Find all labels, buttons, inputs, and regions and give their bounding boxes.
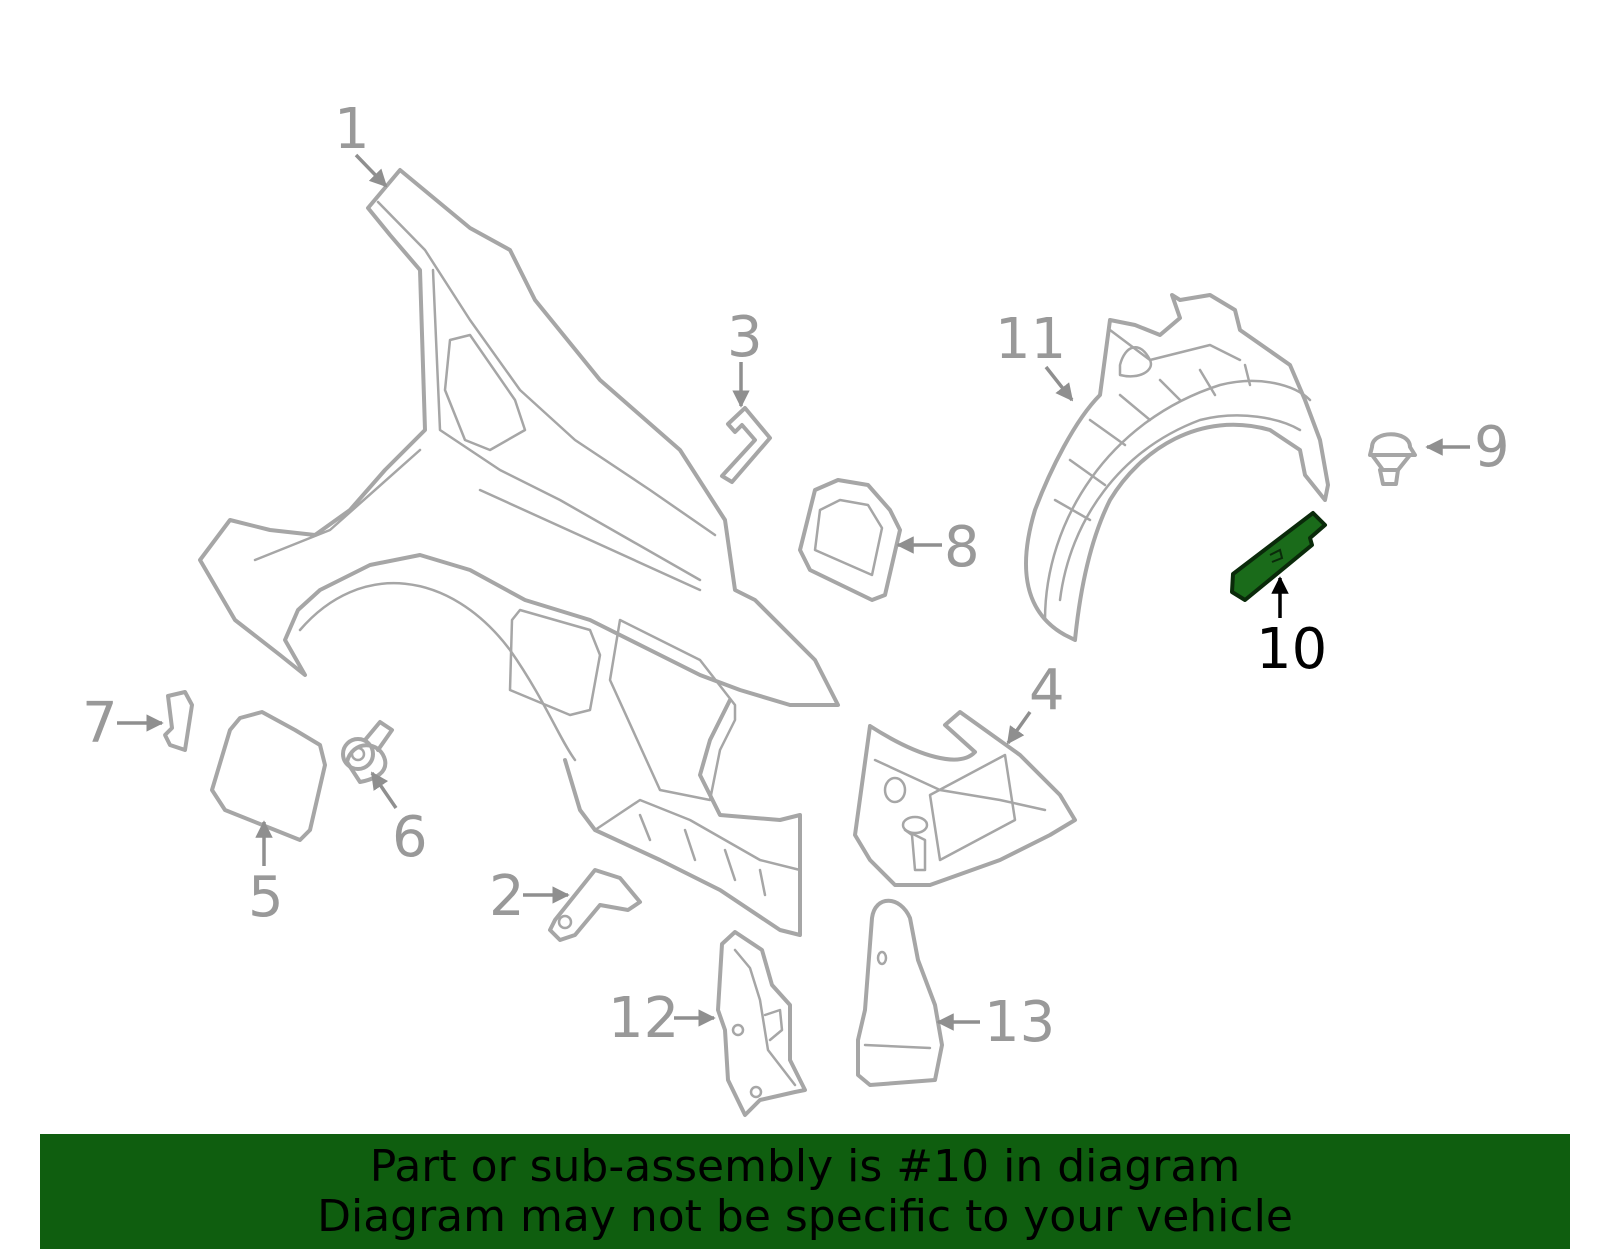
- part-1-quarter-panel: [198, 168, 840, 937]
- banner-line-disclaimer: Diagram may not be specific to your vehi…: [317, 1190, 1293, 1242]
- callout-labels: 1 2 3 4 5 6 7 8 9 10 11 12 13: [82, 97, 1510, 1055]
- part-5-cover: [210, 710, 327, 842]
- banner-line-part-number: Part or sub-assembly is #10 in diagram: [369, 1140, 1241, 1192]
- part-11-wheel-liner: [1024, 293, 1330, 642]
- callout-4: 4: [1029, 658, 1065, 723]
- part-7-clip: [163, 690, 194, 752]
- part-6-bolt: [341, 720, 394, 784]
- callout-10: 10: [1256, 617, 1327, 682]
- callout-11: 11: [995, 307, 1066, 372]
- callout-2: 2: [489, 864, 525, 929]
- part-9-fastener: [1368, 432, 1417, 486]
- part-13-seal: [856, 898, 944, 1087]
- callout-12: 12: [608, 986, 679, 1051]
- part-8-fuel-door: [798, 478, 902, 602]
- callout-6: 6: [392, 805, 428, 870]
- callout-3: 3: [727, 305, 763, 370]
- callout-9: 9: [1474, 415, 1510, 480]
- part-2-bracket: [548, 868, 642, 942]
- callout-1: 1: [334, 97, 370, 162]
- callout-7: 7: [82, 691, 118, 756]
- part-4-wheelhouse-panel: [853, 710, 1077, 887]
- part-3-bracket: [720, 406, 772, 484]
- callout-5: 5: [248, 865, 284, 930]
- callout-13: 13: [984, 990, 1055, 1055]
- callout-8: 8: [944, 515, 980, 580]
- part-10-highlighted: [1230, 511, 1327, 602]
- part-12-reinforcement: [716, 930, 807, 1117]
- info-banner: Part or sub-assembly is #10 in diagram D…: [40, 1134, 1570, 1249]
- callout-arrows: [117, 153, 1470, 1031]
